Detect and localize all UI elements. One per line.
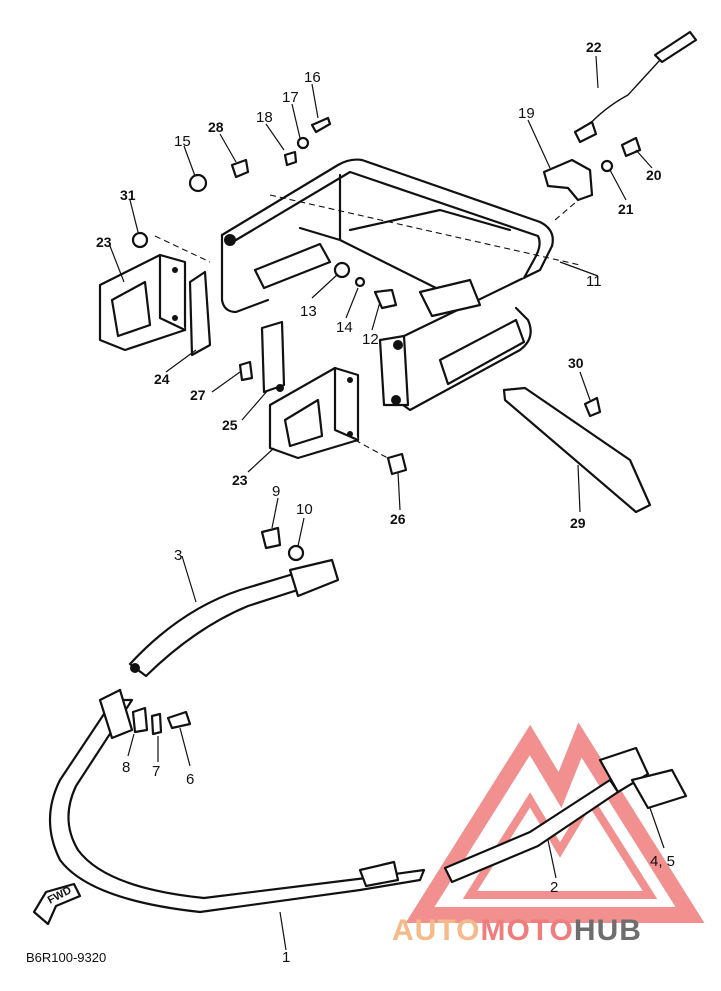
label-22: 22: [586, 39, 602, 55]
label-31: 31: [120, 187, 136, 203]
label-3: 3: [174, 547, 182, 564]
label-27: 27: [190, 387, 206, 403]
tube-1: [48, 688, 426, 914]
hardware: [131, 116, 642, 562]
watermark-logo: [405, 722, 705, 923]
label-25: 25: [222, 417, 238, 433]
side-bracket-right: [268, 366, 360, 460]
label-23-right: 23: [232, 472, 248, 488]
label-23-left: 23: [96, 234, 112, 250]
part-labels: 16 17 18 28 15 31 23 24 27 25 23 13 14 1…: [26, 39, 675, 966]
hinge-bracket-19: [542, 158, 594, 202]
label-2: 2: [550, 879, 558, 896]
alignment-line: [154, 235, 211, 263]
label-28: 28: [208, 119, 224, 135]
watermark-auto: AUTO: [392, 914, 480, 947]
watermark-moto: MOTO: [480, 914, 573, 947]
bolt-6: [166, 710, 192, 730]
label-9: 9: [272, 483, 280, 500]
label-17: 17: [282, 89, 299, 106]
tube-3: [128, 558, 340, 678]
label-12: 12: [362, 331, 379, 348]
washer-7: [150, 712, 163, 736]
label-13: 13: [300, 303, 317, 320]
watermark-hub: HUB: [574, 914, 642, 947]
label-10: 10: [296, 501, 313, 518]
label-4-5: 4, 5: [650, 853, 675, 870]
label-1: 1: [282, 949, 290, 966]
label-16: 16: [304, 69, 321, 86]
alignment-line: [554, 189, 591, 221]
plate-24: [188, 270, 212, 357]
label-11: 11: [586, 273, 602, 290]
label-19: 19: [518, 105, 535, 122]
label-21: 21: [618, 201, 634, 217]
label-14: 14: [336, 319, 353, 336]
bracket-25: [260, 320, 286, 394]
diagram-code: B6R100-9320: [26, 950, 106, 965]
watermark-text: AUTOMOTOHUB: [392, 914, 642, 947]
fwd-arrow: FWD: [32, 882, 82, 926]
label-15: 15: [174, 133, 191, 150]
label-20: 20: [646, 167, 662, 183]
label-24: 24: [154, 371, 170, 387]
rack-frame: [220, 158, 554, 412]
svg-text:AUTOMOTOHUB: AUTOMOTOHUB: [392, 914, 642, 947]
label-7: 7: [152, 763, 160, 780]
spacer-8: [131, 706, 149, 734]
label-8: 8: [122, 759, 130, 776]
label-29: 29: [570, 515, 586, 531]
alignment-line: [354, 439, 396, 463]
license-plate-29: [502, 386, 652, 514]
label-18: 18: [256, 109, 273, 126]
label-30: 30: [568, 355, 584, 371]
side-bracket-left: [98, 253, 187, 352]
alignment-line: [269, 194, 581, 266]
leader-lines: [109, 55, 665, 951]
label-6: 6: [186, 771, 194, 788]
label-26-top: 26: [390, 511, 406, 527]
tube-2: [443, 746, 688, 884]
